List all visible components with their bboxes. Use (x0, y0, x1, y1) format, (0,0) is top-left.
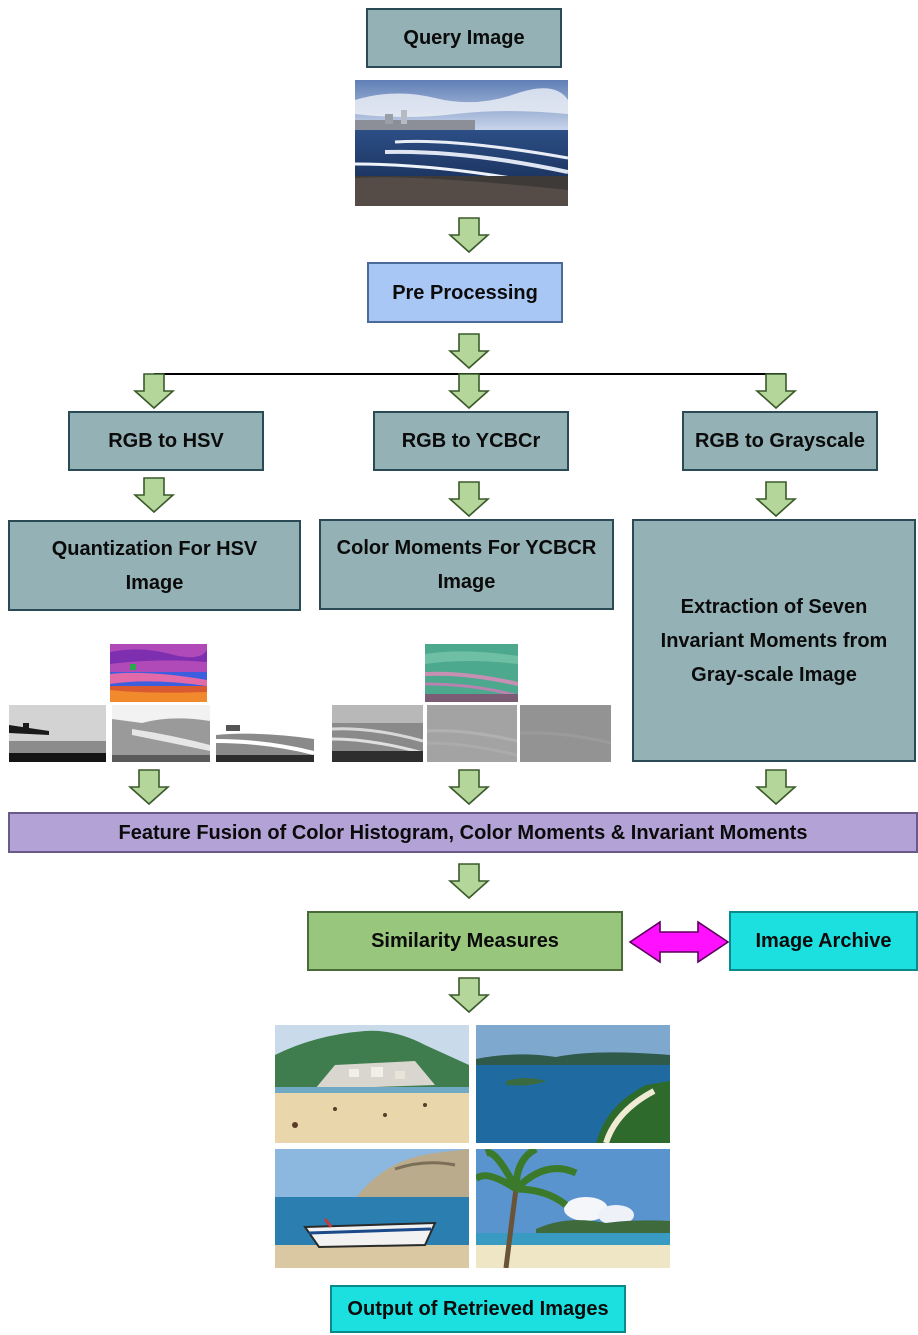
hsv-saturation-channel (112, 705, 210, 762)
similarity-measures-box: Similarity Measures (307, 911, 623, 971)
output-box: Output of Retrieved Images (330, 1285, 626, 1333)
arrow-down-icon (449, 769, 489, 805)
rgb-to-grayscale-label: RGB to Grayscale (694, 430, 866, 452)
arrow-down-icon (449, 217, 489, 253)
feature-fusion-label: Feature Fusion of Color Histogram, Color… (118, 821, 808, 844)
rgb-to-ycbcr-label: RGB to YCBCr (401, 430, 541, 452)
query-image-label: Query Image (403, 27, 525, 49)
ycbcr-cb-channel (427, 705, 517, 762)
arrow-down-icon (134, 477, 174, 513)
arrow-down-icon (449, 977, 489, 1013)
arrow-down-icon (449, 333, 489, 369)
arrow-down-icon (449, 481, 489, 517)
quantization-label: Quantization For HSV Image (51, 537, 258, 594)
image-archive-label: Image Archive (755, 930, 892, 952)
ycbcr-y-channel (332, 705, 423, 762)
rgb-to-grayscale-box: RGB to Grayscale (682, 411, 878, 471)
color-moments-box: Color Moments For YCBCR Image (319, 519, 614, 610)
invariant-moments-label: Extraction of Seven Invariant Moments fr… (660, 595, 888, 686)
quantization-box: Quantization For HSV Image (8, 520, 301, 611)
pre-processing-box: Pre Processing (367, 262, 563, 323)
retrieved-image-tropical-bay (476, 1025, 670, 1143)
ycbcr-cr-channel (520, 705, 611, 762)
retrieved-image-palm-beach (476, 1149, 670, 1268)
arrow-down-icon (134, 373, 174, 409)
rgb-to-ycbcr-box: RGB to YCBCr (373, 411, 569, 471)
arrow-down-icon (449, 373, 489, 409)
query-image-box: Query Image (366, 8, 562, 68)
arrow-down-icon (756, 769, 796, 805)
image-archive-box: Image Archive (729, 911, 918, 971)
pre-processing-label: Pre Processing (392, 281, 538, 304)
hsv-image (110, 644, 207, 702)
arrow-down-icon (756, 373, 796, 409)
rgb-to-hsv-label: RGB to HSV (108, 430, 224, 452)
double-arrow-icon (628, 920, 730, 964)
ycbcr-image (425, 644, 518, 702)
retrieved-image-boat-on-shore (275, 1149, 469, 1268)
invariant-moments-box: Extraction of Seven Invariant Moments fr… (632, 519, 916, 762)
arrow-down-icon (449, 863, 489, 899)
retrieved-image-beach-town (275, 1025, 469, 1143)
output-label: Output of Retrieved Images (347, 1298, 609, 1320)
hsv-hue-channel (9, 705, 106, 762)
rgb-to-hsv-box: RGB to HSV (68, 411, 264, 471)
color-moments-label: Color Moments For YCBCR Image (336, 536, 597, 593)
arrow-down-icon (129, 769, 169, 805)
similarity-measures-label: Similarity Measures (371, 930, 559, 952)
feature-fusion-box: Feature Fusion of Color Histogram, Color… (8, 812, 918, 853)
hsv-value-channel (216, 705, 314, 762)
query-photo (355, 80, 568, 206)
arrow-down-icon (756, 481, 796, 517)
